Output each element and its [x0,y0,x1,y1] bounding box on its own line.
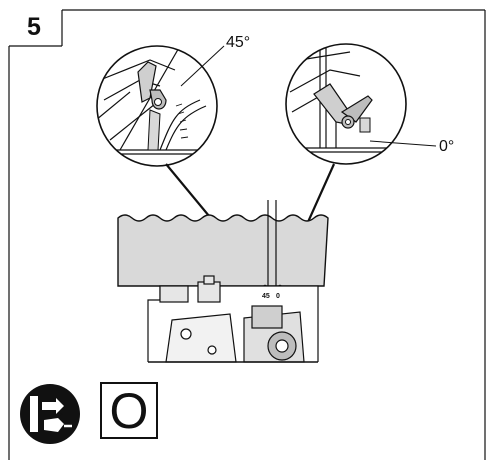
lever-right [313,83,373,133]
mode-symbol-letter: O [109,382,149,439]
mode-symbol-box: O [100,382,158,439]
detail-circle-right [285,43,407,165]
machine-housing [117,200,329,290]
unplug-icon [20,384,80,444]
angle-callout-45: 45° [226,34,251,51]
step-number: 5 [27,13,41,41]
motor-assembly [147,275,319,363]
scale-mark-0: 0 [276,293,280,300]
callout-leaders [180,45,437,147]
frame [8,9,486,460]
scale-mark-45: 45 [262,293,270,300]
angle-scale-left [175,103,189,139]
detail-circle-left [96,45,218,167]
lever-left [137,61,167,151]
angle-callout-0: 0° [439,138,455,155]
